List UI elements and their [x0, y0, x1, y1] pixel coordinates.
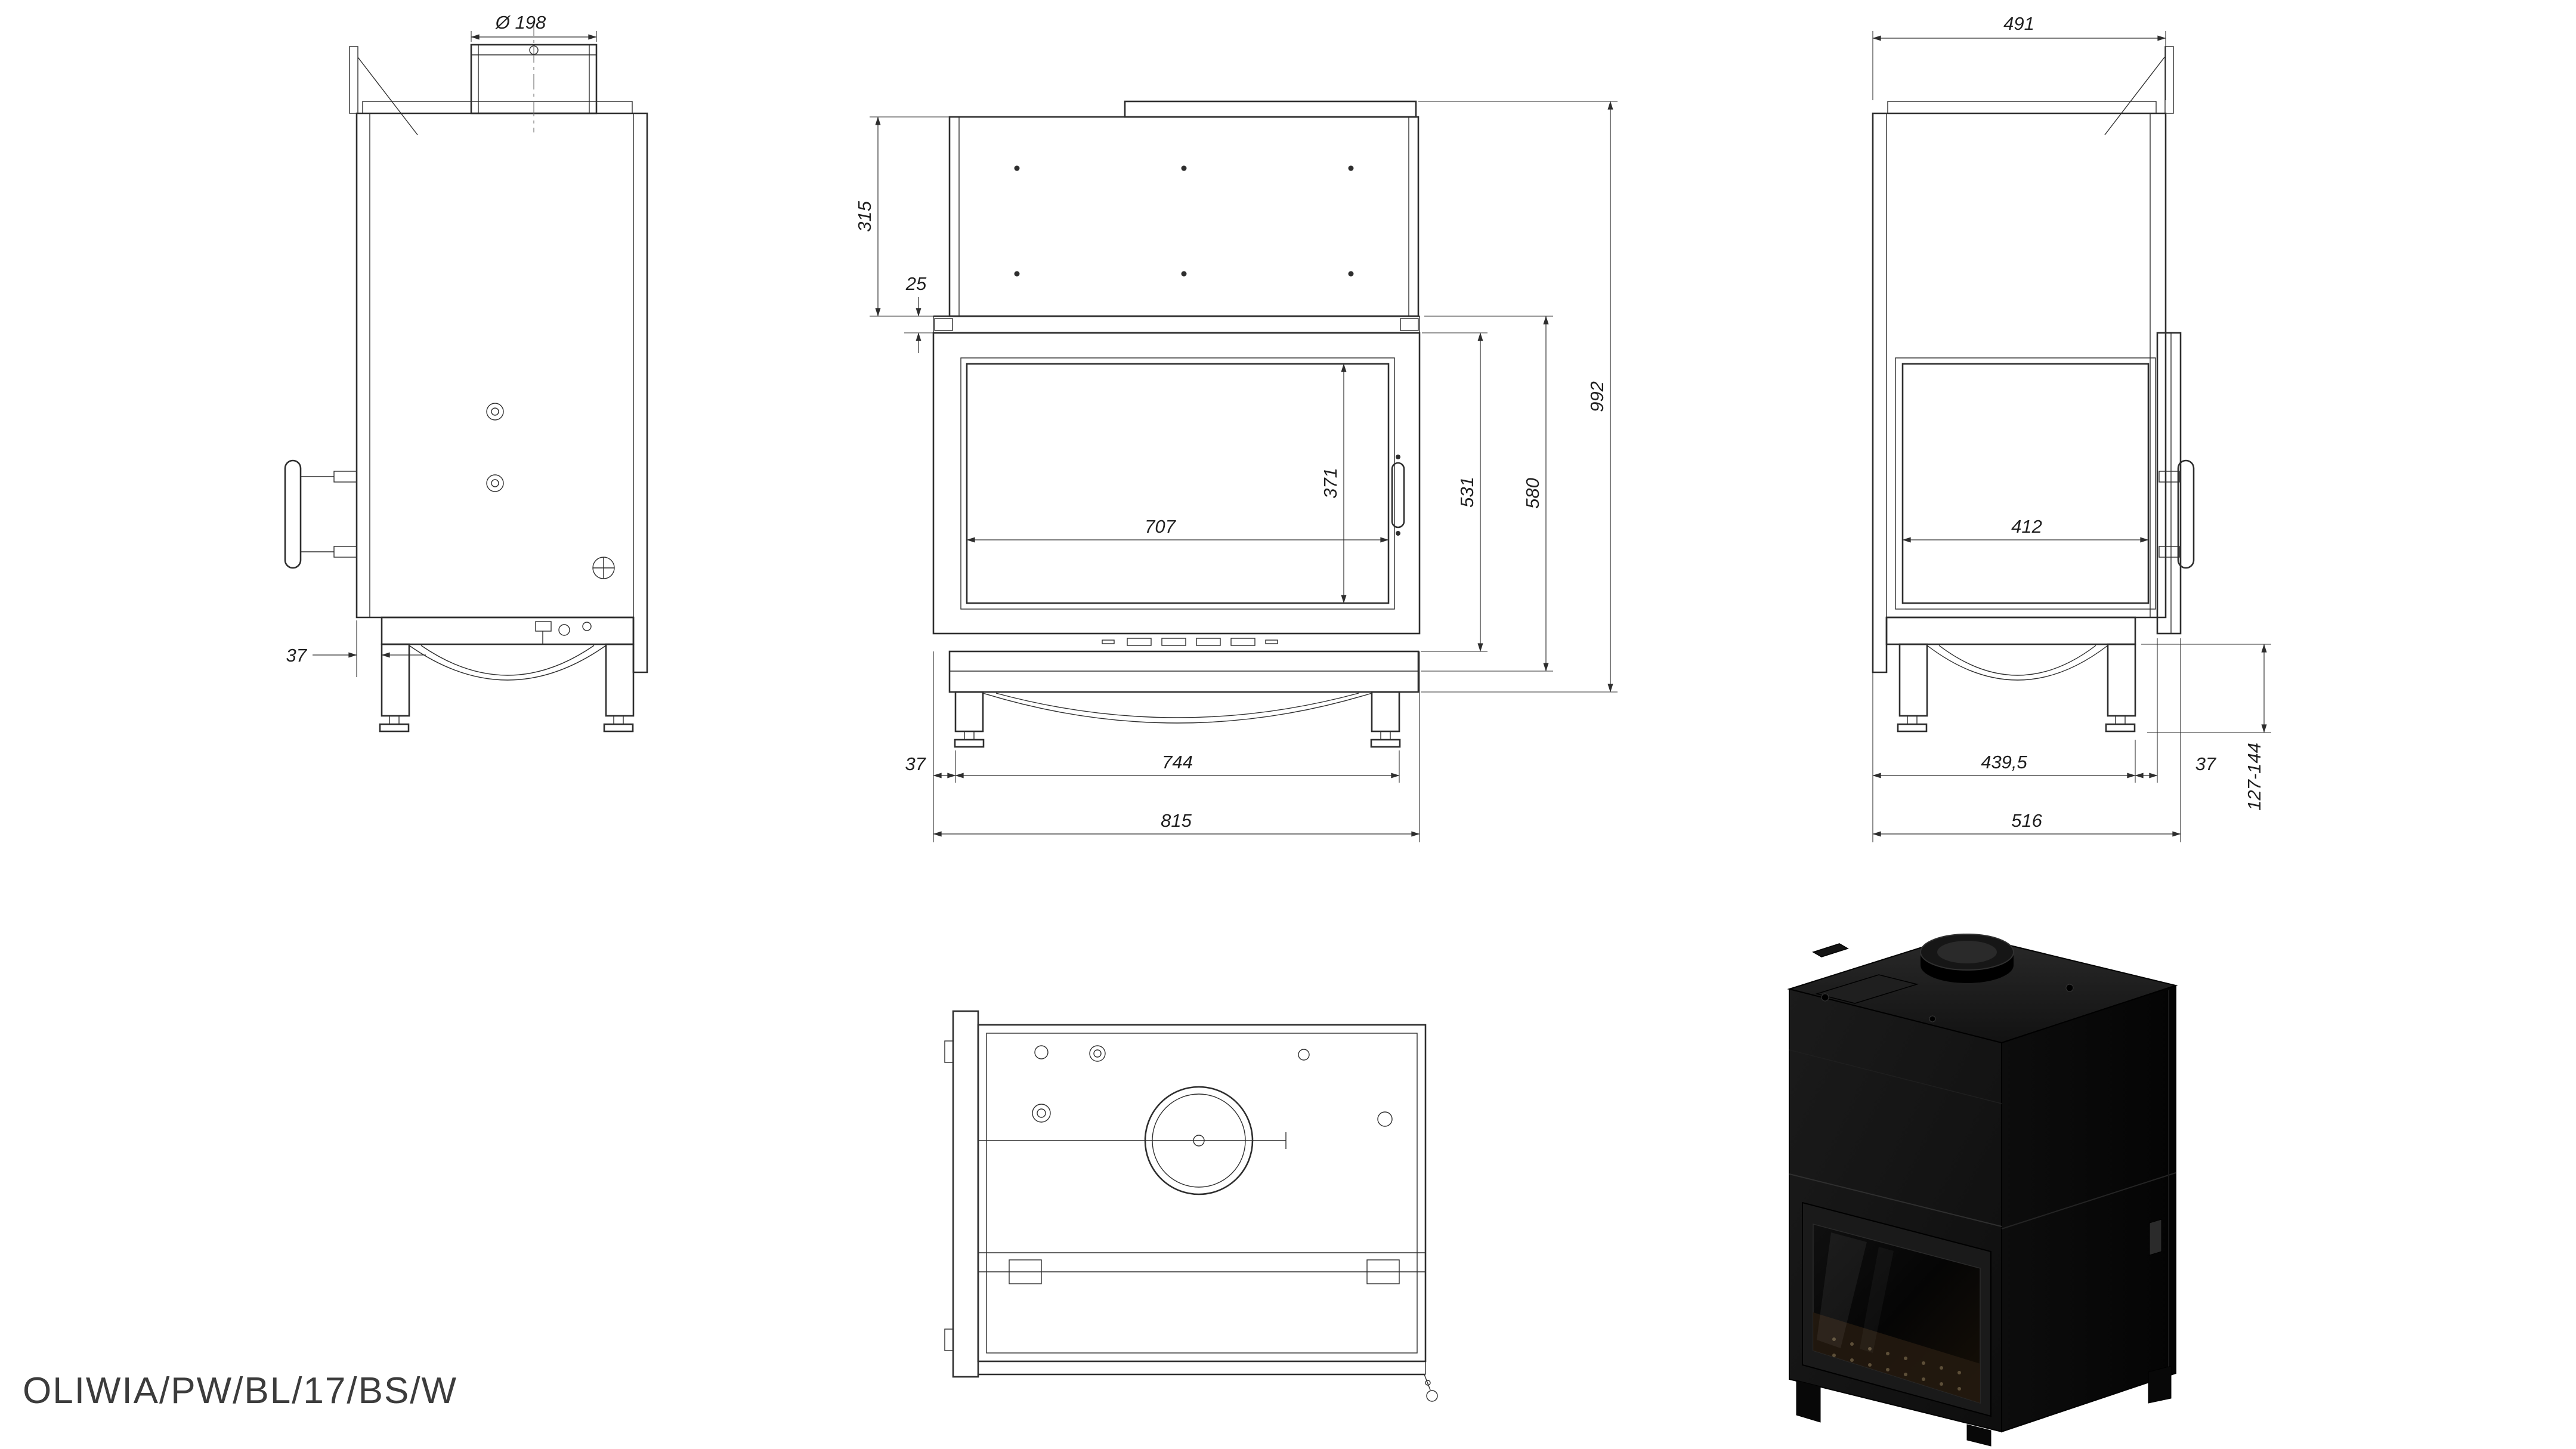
dim-leg-height-range: 127-144	[2244, 743, 2265, 811]
product-model-title: OLIWIA/PW/BL/17/BS/W	[23, 1370, 457, 1411]
side-glass	[1901, 363, 2150, 604]
door-handle-front-view	[1391, 462, 1405, 529]
left-side-view: Ø 198 37	[284, 12, 648, 733]
dim-door-height: 531	[1456, 477, 1477, 508]
dim-total-width: 815	[1161, 810, 1192, 831]
water-port-lower	[486, 474, 504, 492]
dim-top-depth: 491	[2003, 13, 2034, 34]
chain-ring	[1426, 1390, 1438, 1402]
dim-left-margin: 37	[905, 753, 927, 774]
door-frame	[932, 332, 1421, 635]
right-side-view: 491 412 439,5 37 516 127-144	[1872, 13, 2271, 842]
render-side-face	[2001, 984, 2176, 1433]
render-firebox-floor	[1813, 1312, 1980, 1403]
dim-inner-width: 744	[1162, 752, 1193, 773]
product-render	[1787, 933, 2178, 1447]
dim-glass-height: 371	[1320, 468, 1341, 499]
dim-total-depth: 516	[2011, 810, 2042, 831]
dim-left-front-leg-offset: 37	[286, 645, 308, 666]
heat-exchanger-box	[948, 116, 1420, 317]
top-view	[944, 1010, 1438, 1402]
leg	[605, 643, 635, 717]
render-handle	[2149, 1219, 2162, 1256]
leg	[1898, 643, 1928, 717]
base-frame	[948, 650, 1420, 693]
dim-firebox-height: 580	[1522, 478, 1543, 509]
front-view: 315 25 707 371 531 580 992 37 744	[854, 100, 1618, 842]
door-handle-right-view	[2177, 459, 2195, 569]
leg	[2107, 643, 2136, 717]
dim-base-depth: 439,5	[1981, 752, 2027, 773]
dim-top-gap: 25	[905, 273, 927, 294]
door-frame-edge	[2156, 332, 2182, 635]
left-body-outline	[355, 112, 648, 673]
front-panel-strip	[952, 1010, 979, 1378]
dim-side-glass-width: 412	[2011, 516, 2042, 537]
dim-total-height: 992	[1587, 381, 1607, 412]
leg	[1371, 691, 1400, 733]
dim-glass-width: 707	[1145, 516, 1176, 537]
top-body-outline	[977, 1024, 1427, 1363]
dim-front-margin: 37	[2195, 753, 2217, 774]
top-cap	[1124, 100, 1417, 118]
door-glass	[966, 363, 1390, 604]
right-body-outline	[1872, 112, 2167, 673]
dim-upper-box-height: 315	[854, 200, 875, 231]
dim-flue-diameter: Ø 198	[495, 12, 546, 33]
leg	[954, 691, 984, 733]
door-handle-left-view	[284, 459, 302, 569]
water-port-upper	[486, 403, 504, 421]
